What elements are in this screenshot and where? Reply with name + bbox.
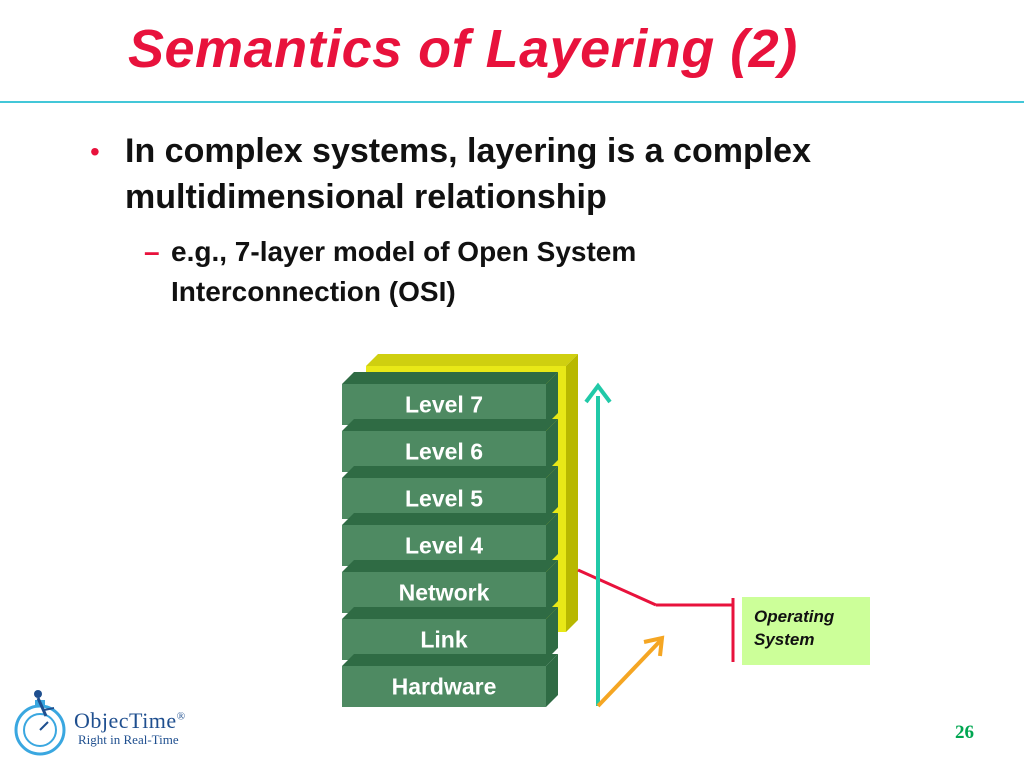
layer-label: Level 7 — [405, 392, 483, 418]
sub-bullet-line-1: e.g., 7-layer model of Open System — [171, 236, 637, 267]
diagonal-arrow — [596, 635, 665, 708]
sub-bullet-line-2: Interconnection (OSI) — [171, 276, 456, 307]
layer-face — [342, 384, 546, 425]
layer-box: Link — [342, 607, 558, 660]
panel-top — [366, 354, 578, 366]
layer-face — [342, 525, 546, 566]
sub-bullet-text: e.g., 7-layer model of Open System Inter… — [171, 232, 811, 312]
layer-side-face — [546, 372, 558, 425]
layer-face — [342, 619, 546, 660]
layer-box: Level 5 — [342, 466, 558, 519]
layer-top-face — [342, 466, 558, 478]
layer-side-face — [546, 419, 558, 472]
os-label-line-2: System — [754, 630, 815, 649]
layer-label: Level 4 — [405, 533, 483, 559]
layer-side-face — [546, 607, 558, 660]
stopwatch-runner-icon — [14, 690, 66, 756]
layer-box: Level 7 — [342, 372, 558, 425]
logo-registered: ® — [176, 710, 186, 723]
connector-diag — [577, 568, 657, 607]
slide-title: Semantics of Layering (2) — [128, 19, 798, 79]
os-label-line-1: Operating — [754, 607, 835, 626]
panel-side — [566, 354, 578, 632]
layer-face — [342, 478, 546, 519]
diag-arrow-head-icon — [643, 635, 665, 657]
layer-label: Hardware — [392, 674, 497, 700]
layer-top-face — [342, 560, 558, 572]
layer-top-face — [342, 419, 558, 431]
bullet-line-1: In complex systems, layering is a comple… — [125, 132, 811, 170]
layer-top-face — [342, 513, 558, 525]
bullet-marker: • — [90, 136, 100, 167]
layer-box: Level 4 — [342, 513, 558, 566]
bullet-text: In complex systems, layering is a comple… — [125, 128, 965, 220]
os-connector — [577, 568, 735, 662]
operating-system-box: Operating System — [742, 597, 870, 665]
layer-label: Network — [399, 580, 490, 606]
layer-label: Link — [420, 627, 467, 653]
layer-top-face — [342, 654, 558, 666]
sub-bullet-marker: – — [144, 236, 160, 267]
layer-side-face — [546, 654, 558, 707]
layer-label: Level 6 — [405, 439, 483, 465]
abstraction-arrow — [584, 382, 612, 706]
company-logo: ObjecTime® Right in Real-Time — [8, 688, 198, 762]
layer-box: Hardware — [342, 654, 558, 707]
layer-side-face — [546, 513, 558, 566]
logo-tagline: Right in Real-Time — [78, 732, 179, 747]
layer-side-face — [546, 466, 558, 519]
up-arrow-head-icon — [584, 382, 612, 404]
diag-arrow-shaft — [596, 638, 663, 708]
bullet-line-2: multidimensional relationship — [125, 178, 607, 216]
layer-top-face — [342, 372, 558, 384]
layer-side-face — [546, 560, 558, 613]
layer-face — [342, 666, 546, 707]
layer-face — [342, 431, 546, 472]
logo-name: ObjecTime — [74, 708, 177, 733]
layer-box: Network — [342, 560, 558, 613]
layer-label: Level 5 — [405, 486, 483, 512]
logo-wordmark: ObjecTime® — [74, 708, 186, 734]
layer-top-face — [342, 607, 558, 619]
title-divider — [0, 101, 1024, 103]
layer-box: Level 6 — [342, 419, 558, 472]
page-number: 26 — [955, 722, 974, 743]
layer-stack: Level 7 Level 6 Level 5 Level 4 NetworkLinkH… — [342, 372, 558, 707]
layer-face — [342, 572, 546, 613]
